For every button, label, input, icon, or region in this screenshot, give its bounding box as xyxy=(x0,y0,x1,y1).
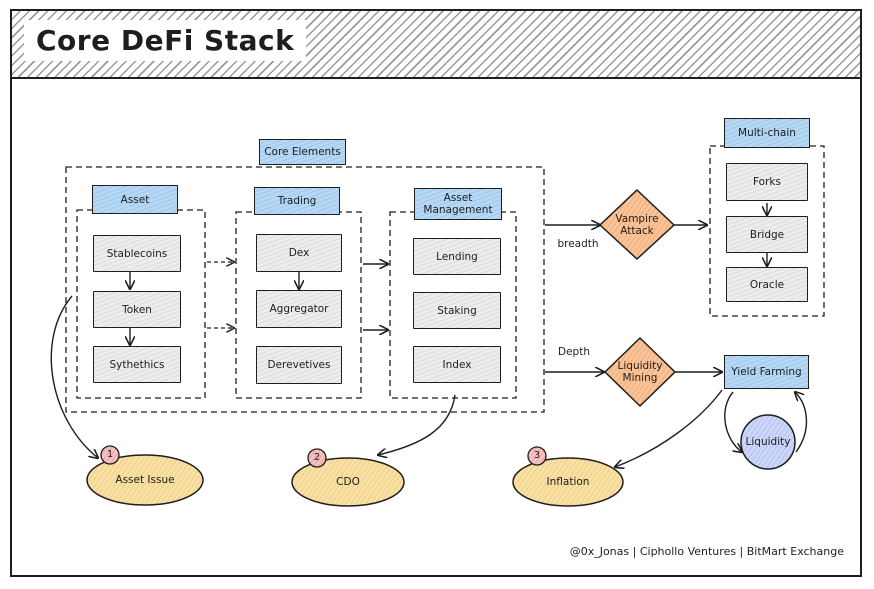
arrow-yield-liquidity xyxy=(724,391,742,452)
inflation-ellipse xyxy=(512,457,624,507)
badge-3 xyxy=(527,446,547,466)
inflation-label: Inflation xyxy=(546,476,590,488)
edge-label-depth: Depth xyxy=(558,346,590,358)
core-elements-group xyxy=(65,166,545,413)
footer-credit: @0x_Jonas | Ciphollo Ventures | BitMart … xyxy=(569,545,844,558)
arrow-to-cdo xyxy=(378,394,456,455)
bridge-box: Bridge xyxy=(726,216,808,253)
arrow-to-inflation xyxy=(615,389,723,467)
badge-3-number: 3 xyxy=(533,450,541,461)
forks-box: Forks xyxy=(726,163,808,201)
asset-tag: Asset xyxy=(92,185,178,214)
arrow-to-asset-issue xyxy=(50,295,98,458)
core-elements-tag: Core Elements xyxy=(259,139,346,165)
dex-box: Dex xyxy=(256,234,342,272)
multichain-tag: Multi-chain xyxy=(724,118,810,148)
liquidity-mining-label: Liquidity Mining xyxy=(617,360,663,384)
aggregator-box: Aggregator xyxy=(256,290,342,328)
stablecoins-box: Stablecoins xyxy=(93,235,181,272)
liquidity-label: Liquidity xyxy=(745,436,791,448)
badge-2-number: 2 xyxy=(313,452,321,463)
sythethics-box: Sythethics xyxy=(93,346,181,383)
page-title: Core DeFi Stack xyxy=(24,20,307,61)
cdo-label: CDO xyxy=(336,476,360,488)
yield-farming-box: Yield Farming xyxy=(724,355,809,389)
trading-tag: Trading xyxy=(254,187,340,215)
liquidity-circle xyxy=(740,414,796,470)
staking-box: Staking xyxy=(413,292,501,329)
badge-1-number: 1 xyxy=(106,449,114,460)
derevetives-box: Derevetives xyxy=(256,346,342,384)
oracle-box: Oracle xyxy=(726,267,808,302)
edge-label-breadth: breadth xyxy=(557,238,599,250)
vampire-attack-diamond xyxy=(598,188,676,261)
vampire-attack-label: Vampire Attack xyxy=(615,213,659,237)
multichain-group xyxy=(709,145,825,317)
asset-issue-label: Asset Issue xyxy=(115,474,175,486)
cdo-ellipse xyxy=(291,457,405,507)
asset-issue-ellipse xyxy=(86,454,204,506)
token-box: Token xyxy=(93,291,181,328)
badge-2 xyxy=(307,448,327,468)
liquidity-mining-diamond xyxy=(603,336,677,408)
lending-box: Lending xyxy=(413,238,501,275)
arrow-liquidity-yield xyxy=(795,392,808,453)
asset-management-tag: Asset Management xyxy=(414,188,502,220)
badge-1 xyxy=(100,445,120,465)
index-box: Index xyxy=(413,346,501,383)
